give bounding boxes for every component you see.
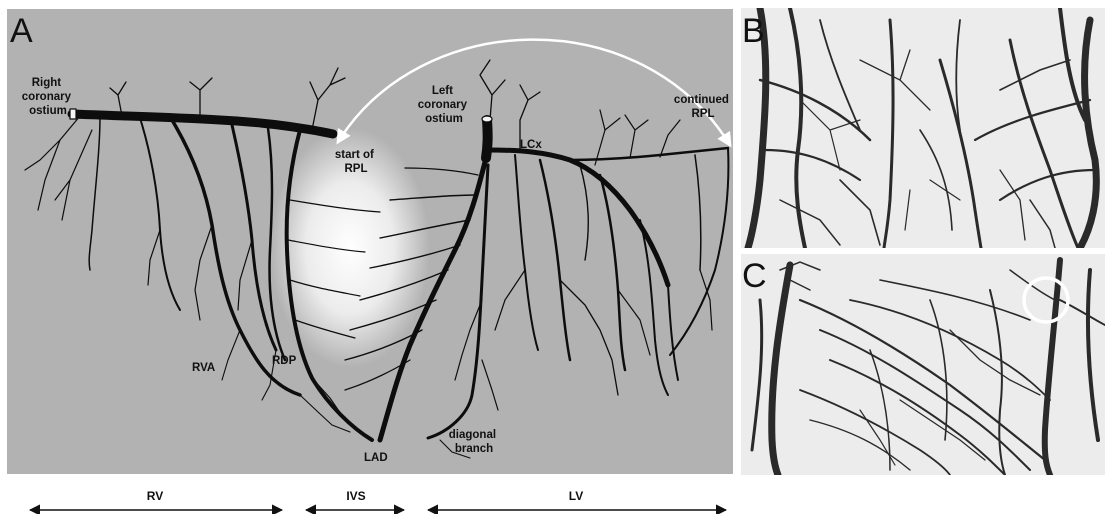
panel-b-letter: B [742, 12, 765, 50]
left-main-stem [486, 120, 488, 158]
panel-a: A Right coronary ostium Left coronary os… [7, 9, 733, 474]
lcx-label: LCx [520, 139, 542, 151]
panel-a-letter: A [10, 12, 33, 50]
rva-label: RVA [192, 362, 215, 374]
ivs-label: IVS [346, 489, 365, 503]
lv-label: LV [569, 489, 583, 503]
left-ostium-cap [482, 116, 492, 122]
region-indicators: RV IVS LV [30, 489, 726, 510]
lad-label: LAD [364, 452, 388, 464]
rv-label: RV [147, 489, 163, 503]
right-ostium-cap [70, 109, 76, 119]
panel-c: C [741, 254, 1105, 475]
panel-c-letter: C [742, 257, 767, 295]
panel-b: B [741, 8, 1105, 248]
rdp-label: RDP [272, 355, 297, 367]
